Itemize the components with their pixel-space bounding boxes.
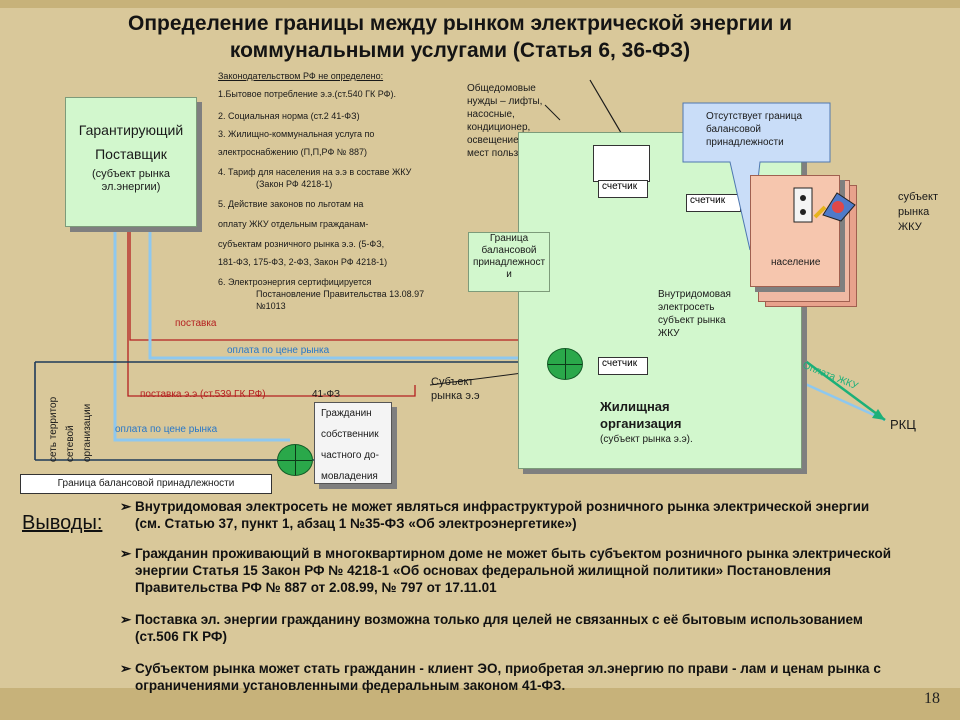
balance-boundary-bottom: Граница балансовой принадлежности xyxy=(20,474,272,494)
guarantor-note-1: (субъект рынка xyxy=(91,168,170,180)
law-note: субъектам розничного рынка э.э. (5-ФЗ, xyxy=(218,239,385,249)
law-note: 2. Социальная норма (ст.2 41-ФЗ) xyxy=(218,111,360,121)
meter-label: счетчик xyxy=(598,357,648,375)
law-notes-heading: Законодательством РФ не определено: xyxy=(218,71,384,81)
supply-line-lower xyxy=(127,225,416,397)
bottom-band xyxy=(0,688,960,720)
housing-organization-label: Жилищная организация (субъект рынка э.э)… xyxy=(600,399,693,445)
law-41-label: 41-ФЗ xyxy=(312,389,341,400)
payment-line-upper xyxy=(148,225,565,360)
top-band xyxy=(0,0,960,8)
residents-label: население xyxy=(771,257,821,268)
balance-boundary-mid: Граница балансовой принадлежност и xyxy=(468,232,550,292)
conclusions-heading: Выводы: xyxy=(22,512,103,534)
law-note: 4. Тариф для населения на э.э в составе … xyxy=(218,167,412,177)
supply-label-2: поставка э.э (ст.539 ГК РФ) xyxy=(140,389,266,400)
law-note: оплату ЖКУ отдельным гражданам- xyxy=(218,219,369,229)
law-note: 3. Жилищно-коммунальная услуга по xyxy=(218,129,375,139)
guarantor-title: Гарантирующий xyxy=(78,122,184,138)
law-note: 181-ФЗ, 175-ФЗ, 2-ФЗ, Закон РФ 4218-1) xyxy=(218,257,388,267)
supply-label-1: поставка xyxy=(175,318,217,329)
conclusion-item: ➢Субъектом рынка может стать гражданин -… xyxy=(120,661,881,693)
payment-label-2: оплата по цене рынка xyxy=(115,424,218,435)
conclusion-item: ➢Поставка эл. энергии гражданину возможн… xyxy=(120,612,863,644)
common-needs-text: Общедомовые нужды – лифты, насосные, кон… xyxy=(467,83,552,159)
slide-title: Определение границы между рынком электри… xyxy=(50,10,870,64)
law-note: 6. Электроэнергия сертифицируется xyxy=(218,277,372,287)
socket-appliance-icon xyxy=(793,187,856,223)
law-note: №1013 xyxy=(256,301,286,311)
common-meter-box xyxy=(593,145,650,182)
law-note: (Закон РФ 4218-1) xyxy=(256,179,333,189)
connection-node-building xyxy=(547,348,583,380)
no-boundary-callout: Отсутствует граница балансовой принадлеж… xyxy=(706,111,803,148)
payment-line-lower xyxy=(113,225,290,442)
title-line-1: Определение границы между рынком электри… xyxy=(128,12,792,35)
zhku-subject-label: субъект рынка ЖКУ xyxy=(898,191,939,233)
connection-node-citizen xyxy=(277,444,313,476)
internal-network-text: Внутридомовая электросеть субъект рынка … xyxy=(658,289,731,339)
supply-line-upper xyxy=(129,225,565,341)
law-note: Постановление Правительства 13.08.97 xyxy=(256,289,425,299)
conclusion-item: ➢Гражданин проживающий в многоквартирном… xyxy=(120,546,891,595)
zhku-arrowhead xyxy=(872,409,885,420)
citizen-box: Гражданин собственник частного до- мовла… xyxy=(314,402,392,484)
payment-label-1: оплата по цене рынка xyxy=(227,345,330,356)
meter-label: счетчик xyxy=(598,180,648,198)
grid-org-label-2: сетевой xyxy=(65,425,76,462)
law-note: электроснабжению (П,П,РФ № 887) xyxy=(218,147,367,157)
law-note: 5. Действие законов по льготам на xyxy=(218,199,364,209)
guarantor-box: Гарантирующий Поставщик (субъект рынка э… xyxy=(65,97,197,227)
title-line-2: коммунальными услугами (Статья 6, 36-ФЗ) xyxy=(229,39,691,62)
page-number: 18 xyxy=(924,690,940,707)
guarantor-note-2: эл.энергии) xyxy=(101,181,161,193)
grid-org-label-3: организации xyxy=(82,403,93,462)
guarantor-subtitle: Поставщик xyxy=(95,146,167,162)
law-note: 1.Бытовое потребление э.э.(ст.540 ГК РФ)… xyxy=(218,89,397,99)
grid-org-label-1: сеть территор xyxy=(48,396,59,462)
rkc-label: РКЦ xyxy=(890,417,916,432)
conclusion-item: ➢Внутридомовая электросеть не может явля… xyxy=(120,499,870,531)
market-subject-label: Субъект рынка э.э xyxy=(431,376,480,402)
